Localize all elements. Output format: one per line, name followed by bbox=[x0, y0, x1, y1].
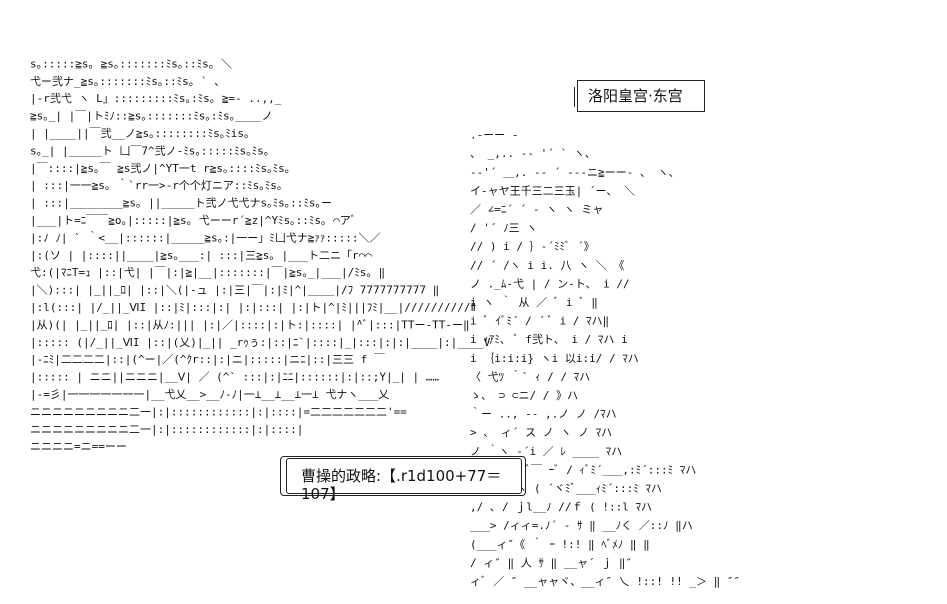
art-row: |-ﾆﾐ|二二二二|::|(^ー|／(^ｸr::|:|ニ|:::::|ニﾆ|::… bbox=[30, 352, 385, 366]
art-row: 、 _,.. -‐ '´ ` ヽ、 bbox=[470, 147, 596, 160]
location-label: 洛阳皇宫·东宫 bbox=[574, 80, 705, 112]
art-row: ゝ、 ⊃ ⊂ニ/ / 》ハ bbox=[470, 389, 578, 402]
art-row: i ヽ ｀ 从 ／ ﾞ i ﾞ ‖ bbox=[470, 294, 598, 309]
art-row: ,/ ､ / ｊl__ﾉ //ｆ ( !::l ﾏハ bbox=[470, 501, 652, 514]
art-row: |￣::::|≧s｡￣ ≧s弐ノ|^YT一t r≧s｡::::ﾐs｡ﾐs｡ bbox=[30, 161, 290, 175]
art-row: ニニニニ=ニ==ーー bbox=[30, 440, 127, 453]
art-row: i ｨｱﾐ、 ﾞ f弐ト、 i / ﾏハ i bbox=[470, 333, 628, 346]
art-row: (___ィ″《 ｀ ｰ !:! ‖ ﾍﾞﾒﾉ ‖ ‖ bbox=[470, 536, 650, 551]
art-row: ／ ∠=ﾆ´ ´ ‐ ヽ ヽ ミャ bbox=[470, 203, 603, 216]
art-row: |:ﾉ ﾉ| ` ｀<__|::::::|_____≧s｡:|一ー」ﾐ凵弋ナ≧ｧ… bbox=[30, 229, 381, 244]
art-row: | :::|一一≧s｡ ｀`rr一>-r个个灯ニア::ﾐs｡ﾐs｡ bbox=[30, 177, 282, 192]
art-row: 弋:(|ﾏﾆT=ｭ |::|弋| |￣|:|≧|__|:::::::|￣|≧s｡… bbox=[30, 265, 385, 279]
art-row: ィﾞ ／ ″ __ャャヾ、__ィ″ 乀 !::! !! _＞ ‖ ″″ bbox=[470, 575, 740, 588]
art-row: // ) i / ｝-´ﾐﾐﾞ ´》 bbox=[470, 240, 595, 253]
art-row: イ‐ャヤ王千三二三玉| ´ー、 ＼ bbox=[470, 184, 635, 197]
art-row: ニニニニニニニニニ二一|:|::::::::::::|:|::::| bbox=[30, 423, 303, 436]
art-row: 〈 弋ﾂ ｀` ｨ / / ﾏハ bbox=[470, 368, 590, 383]
art-row: | :::|________≧s｡ ||_____ト弐ノ弋弋ナs｡ﾐs｡::ﾐs… bbox=[30, 197, 332, 210]
art-row: / ィ″ ‖ 人 ｻ ‖ __ャ´ ｊ ‖″ bbox=[470, 556, 632, 569]
art-row: |＼):::| |_||_ﾛ| |::|＼(|-ュ |:|三|￣|:|ﾐ|^|_… bbox=[30, 283, 439, 297]
art-row: i ｛i:i:i} ヽi 以i:i/ / ﾏハ bbox=[470, 352, 639, 365]
art-row: s｡_| |_____ト 凵￣7^弐ノ-ﾐs｡:::::ﾐs｡ﾐs｡ bbox=[30, 143, 269, 157]
art-row: / '´ ﾉ三 ヽ bbox=[470, 222, 537, 235]
art-row: ｀ー .., -‐ ,.ノ ノ /ﾏハ bbox=[470, 406, 617, 421]
art-row: |-r弐弋 ヽ L」:::::::::ﾐs｡:ﾐs｡ ≧=- ..,,_ bbox=[30, 92, 282, 105]
art-row: > 、 ィ´ ス ノ ヽ ノ ﾏハ bbox=[470, 426, 612, 439]
location-label-text: 洛阳皇宫·东宫 bbox=[588, 87, 683, 105]
art-row: i ﾞ ｲﾞﾐ´ / ´ ﾞ i / ﾏハ‖ bbox=[470, 315, 609, 328]
art-row: |从)(| |_||_ﾛ| |::|从ﾉ:||| |:|／|::::|:|ト:|… bbox=[30, 318, 470, 331]
art-row: s｡:::::≧s｡ ≧s｡:::::::ﾐs｡::ﾐs｡ ＼ bbox=[30, 57, 232, 70]
art-row: ニニニニニニニニニ二一|:|::::::::::::|:|::::|=二二二二二… bbox=[30, 405, 407, 418]
art-row: | |____||￣弐__ノ≧s｡::::::::ﾐs｡ﾐis｡ bbox=[30, 126, 249, 140]
art-row: 弋ー弐ナ_≧s｡:::::::ﾐs｡::ﾐs｡ ` 、 bbox=[30, 75, 225, 88]
art-row: |:(ソ | |::::||____|≧s｡___:| :::|三≧s｡ |__… bbox=[30, 249, 372, 262]
art-row: |:l(:::| |/_||_ⅥI |::|ﾐ|:::|:| |:|:::| |… bbox=[30, 301, 476, 314]
caption-label: 曹操的政略:【.r1d100+77＝107】 bbox=[280, 456, 526, 503]
art-row: // ´ /ヽ i i. 八 ヽ ＼ 《 bbox=[470, 259, 624, 272]
art-row: |::::: (|/_||_ⅥI |::|(乂)|_|| _rｩぅ:|::|ﾆ`… bbox=[30, 336, 491, 349]
art-row: |::::: | ニニ||ニニニ|__Ⅴ| ／ (^` :::|:|ﾆﾆ|:::… bbox=[30, 371, 439, 384]
art-row: ノ ｀ヽ ‐´i ／ ﾚ ____ ﾏハ bbox=[470, 443, 622, 458]
ascii-art-palace: s｡:::::≧s｡ ≧s｡:::::::ﾐs｡::ﾐs｡ ＼ 弋ー弐ナ_≧s｡… bbox=[30, 57, 491, 453]
art-row: |___|ト=ﾆ￣￣≧o｡|:::::|≧s｡ 弋ーーr´≧z|^Yﾐs｡::ﾐ… bbox=[30, 213, 356, 227]
art-row: ,.. -‐ 7 ﾞ￣ ｰﾞ / ｨﾞﾐ´___,:ﾐ´:::ﾐ ﾏハ bbox=[470, 462, 696, 476]
art-row: |-=彡|一一一一一一一|__弋乂__>__ﾉ-ﾉ|一⊥__⊥__⊥一⊥ 弋ナヽ… bbox=[30, 388, 389, 401]
art-row: -‐'´ ＿,. -‐ ´ ‐-‐ニ≧ーー- 、 ヽ、 bbox=[470, 166, 679, 179]
art-row: ≧s｡_| |￣|トﾐﾉ::≧s｡:::::::ﾐs｡:ﾐs｡____ノ bbox=[30, 109, 273, 123]
art-row: ノ ._ﾑ-弋 | / ン-ト、 i // bbox=[470, 277, 630, 290]
art-row: .-ーー - bbox=[470, 129, 519, 142]
art-row: ___> /ィィ=.ﾉ´ ‐ ｻ ‖ __ﾉく ／::ﾉ ‖ハ bbox=[470, 519, 693, 532]
ascii-art-character: .-ーー - 、 _,.. -‐ '´ ` ヽ、 -‐'´ ＿,. -‐ ´ ‐… bbox=[470, 129, 740, 588]
